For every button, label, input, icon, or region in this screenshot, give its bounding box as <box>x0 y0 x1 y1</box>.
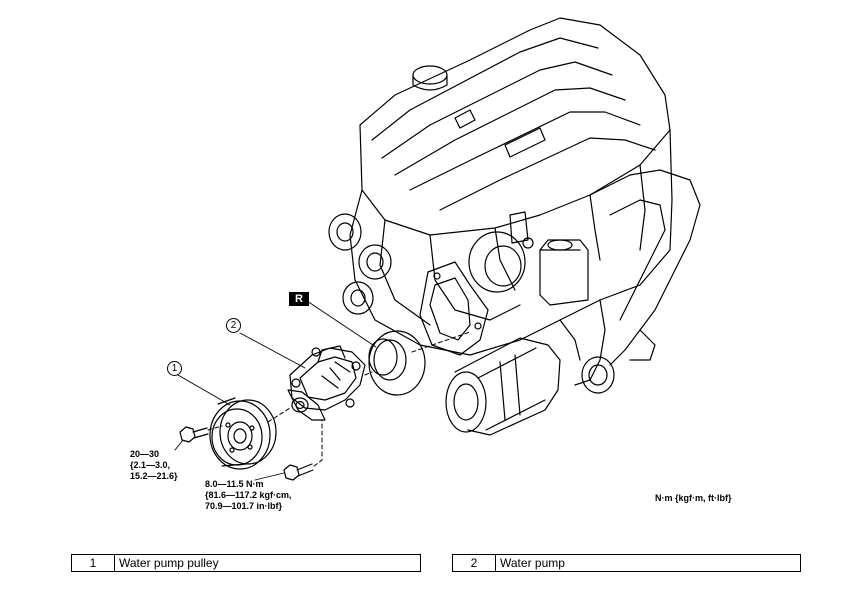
torque-unit-note: N·m {kgf·m, ft·lbf} <box>655 493 732 503</box>
coolant-pipes <box>559 169 701 394</box>
pump-bolt-torque: 8.0—11.5 N·m {81.6—117.2 kgf·cm, 70.9—10… <box>205 479 292 512</box>
callout-1: 1 <box>167 361 182 376</box>
pump-torque-line-2: {81.6—117.2 kgf·cm, <box>205 490 292 500</box>
legend-name: Water pump <box>495 554 801 572</box>
leader-lines <box>174 300 377 481</box>
callout-2: 2 <box>226 318 241 333</box>
legend-number: 2 <box>452 554 496 572</box>
assembly-axis-lines <box>207 331 471 467</box>
pump-bolt-drawing <box>283 463 314 481</box>
legend-item-1: 1 Water pump pulley <box>71 554 421 572</box>
pulley-torque-line-3: 15.2—21.6} <box>130 471 178 481</box>
cylinder-head-cover <box>359 17 671 236</box>
legend-item-2: 2 Water pump <box>452 554 801 572</box>
water-pump-drawing <box>287 345 366 421</box>
pulley-torque-line-2: {2.1—3.0, <box>130 460 171 470</box>
water-pump-pulley-drawing <box>209 397 277 470</box>
pump-torque-line-3: 70.9—101.7 in·lbf} <box>205 501 283 511</box>
engine-block <box>328 129 673 356</box>
pulley-bolt-drawing <box>179 426 209 443</box>
pulley-bolt-torque: 20—30 {2.1—3.0, 15.2—21.6} <box>130 449 178 482</box>
lower-hose <box>445 337 561 436</box>
r-mark: R <box>289 292 309 306</box>
legend-number: 1 <box>71 554 115 572</box>
pulley-torque-line-1: 20—30 <box>130 449 160 459</box>
pump-seal-ring <box>368 330 426 396</box>
pump-torque-line-1: 8.0—11.5 N·m <box>205 479 264 489</box>
legend-name: Water pump pulley <box>114 554 421 572</box>
